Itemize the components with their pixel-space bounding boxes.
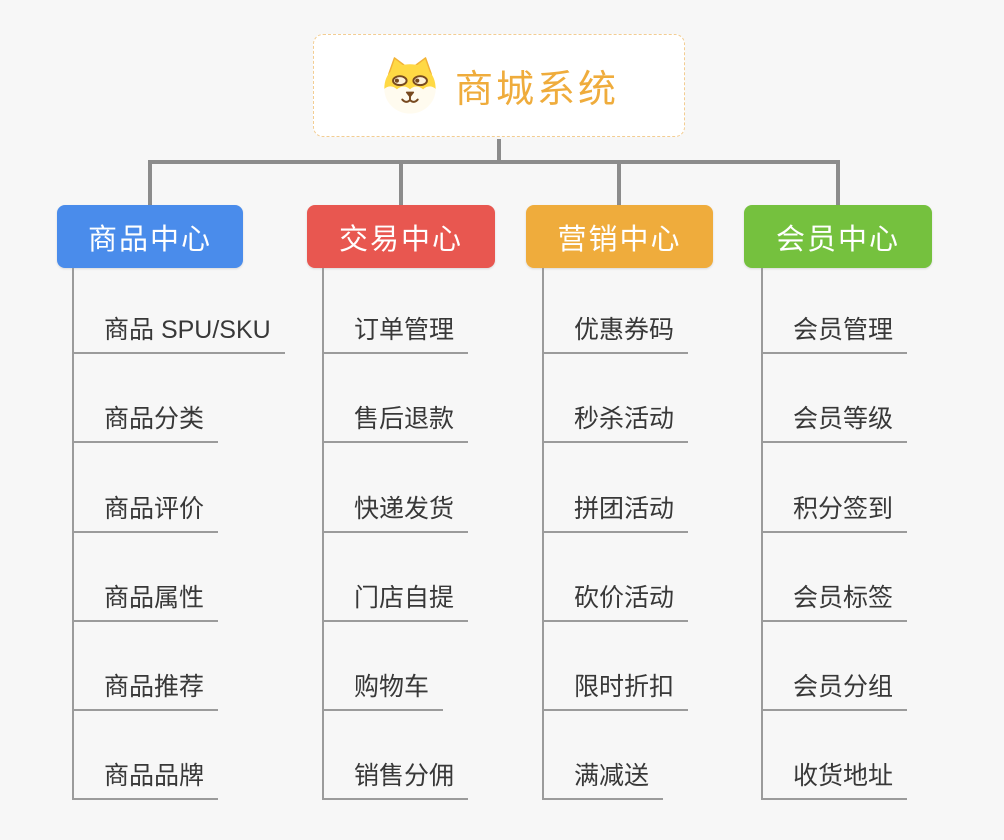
child-node[interactable]: 会员标签 (761, 578, 908, 622)
child-node[interactable]: 订单管理 (322, 310, 469, 354)
connector-drop (399, 160, 403, 205)
root-node[interactable]: 商城系统 (313, 34, 685, 137)
branch-trunk-product: 商品 SPU/SKU 商品分类 商品评价 商品属性 商品推荐 商品品牌 (72, 268, 285, 800)
child-node[interactable]: 商品评价 (72, 489, 219, 533)
child-node[interactable]: 销售分佣 (322, 756, 469, 800)
connector-drop (148, 160, 152, 205)
child-node[interactable]: 快递发货 (322, 489, 469, 533)
child-node[interactable]: 砍价活动 (542, 578, 689, 622)
connector-drop (617, 160, 621, 205)
child-node[interactable]: 优惠券码 (542, 310, 689, 354)
root-title: 商城系统 (454, 69, 619, 111)
child-node[interactable]: 商品属性 (72, 578, 219, 622)
shiba-dog-face-icon (379, 55, 441, 117)
child-node[interactable]: 商品 SPU/SKU (72, 310, 285, 354)
child-node[interactable]: 商品推荐 (72, 667, 219, 711)
branch-trunk-marketing: 优惠券码 秒杀活动 拼团活动 砍价活动 限时折扣 满减送 (542, 268, 689, 800)
connector-stem (497, 139, 501, 162)
child-node[interactable]: 秒杀活动 (542, 399, 689, 443)
child-node[interactable]: 拼团活动 (542, 489, 689, 533)
connector-drop (836, 160, 840, 205)
branch-trunk-member: 会员管理 会员等级 积分签到 会员标签 会员分组 收货地址 (761, 268, 908, 800)
child-node[interactable]: 门店自提 (322, 578, 469, 622)
child-node[interactable]: 会员等级 (761, 399, 908, 443)
branch-node-member[interactable]: 会员中心 (744, 205, 932, 268)
branch-node-marketing[interactable]: 营销中心 (526, 205, 713, 268)
child-node[interactable]: 满减送 (542, 756, 664, 800)
child-node[interactable]: 会员管理 (761, 310, 908, 354)
child-node[interactable]: 商品分类 (72, 399, 219, 443)
child-node[interactable]: 商品品牌 (72, 756, 219, 800)
branch-node-product[interactable]: 商品中心 (57, 205, 243, 268)
child-node[interactable]: 购物车 (322, 667, 444, 711)
child-node[interactable]: 售后退款 (322, 399, 469, 443)
child-node[interactable]: 收货地址 (761, 756, 908, 800)
child-node[interactable]: 会员分组 (761, 667, 908, 711)
branch-trunk-trade: 订单管理 售后退款 快递发货 门店自提 购物车 销售分佣 (322, 268, 469, 800)
child-node[interactable]: 积分签到 (761, 489, 908, 533)
branch-node-trade[interactable]: 交易中心 (307, 205, 495, 268)
connector-bus (148, 160, 840, 164)
child-node[interactable]: 限时折扣 (542, 667, 689, 711)
